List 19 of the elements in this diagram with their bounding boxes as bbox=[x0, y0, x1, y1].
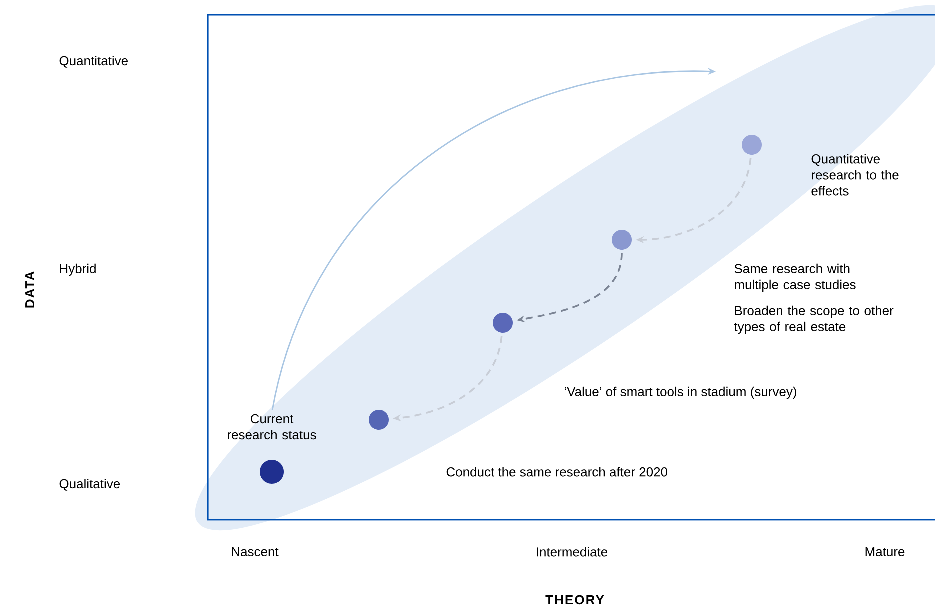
axis-title: DATA bbox=[26, 272, 34, 308]
dot bbox=[742, 134, 762, 155]
dot bbox=[369, 410, 389, 430]
axis-tick-label: Nascent bbox=[232, 547, 279, 557]
dot bbox=[260, 460, 284, 484]
dot bbox=[493, 312, 513, 333]
annotation-text: Conduct the same research after 2020 bbox=[446, 467, 668, 477]
annotation-text: Broaden the scope to other types of real estate bbox=[734, 306, 894, 334]
axis-tick-label: Quantitative bbox=[60, 56, 128, 68]
annotation-text: ‘Value’ of smart tools in stadium (survey) bbox=[565, 386, 796, 400]
axis-title: THEORY bbox=[546, 595, 604, 605]
axis-tick-label: Mature bbox=[866, 547, 905, 557]
axis-tick-label: Hybrid bbox=[60, 264, 96, 276]
annotation-text: Same research with multiple case studies bbox=[734, 264, 856, 292]
dot bbox=[612, 230, 632, 250]
axis-tick-label: Qualitative bbox=[60, 479, 120, 491]
annotation-text: Quantitative research to the effects bbox=[812, 154, 899, 196]
axis-tick-label: Intermediate bbox=[537, 547, 608, 557]
dot-caption: Current research status bbox=[228, 414, 316, 440]
